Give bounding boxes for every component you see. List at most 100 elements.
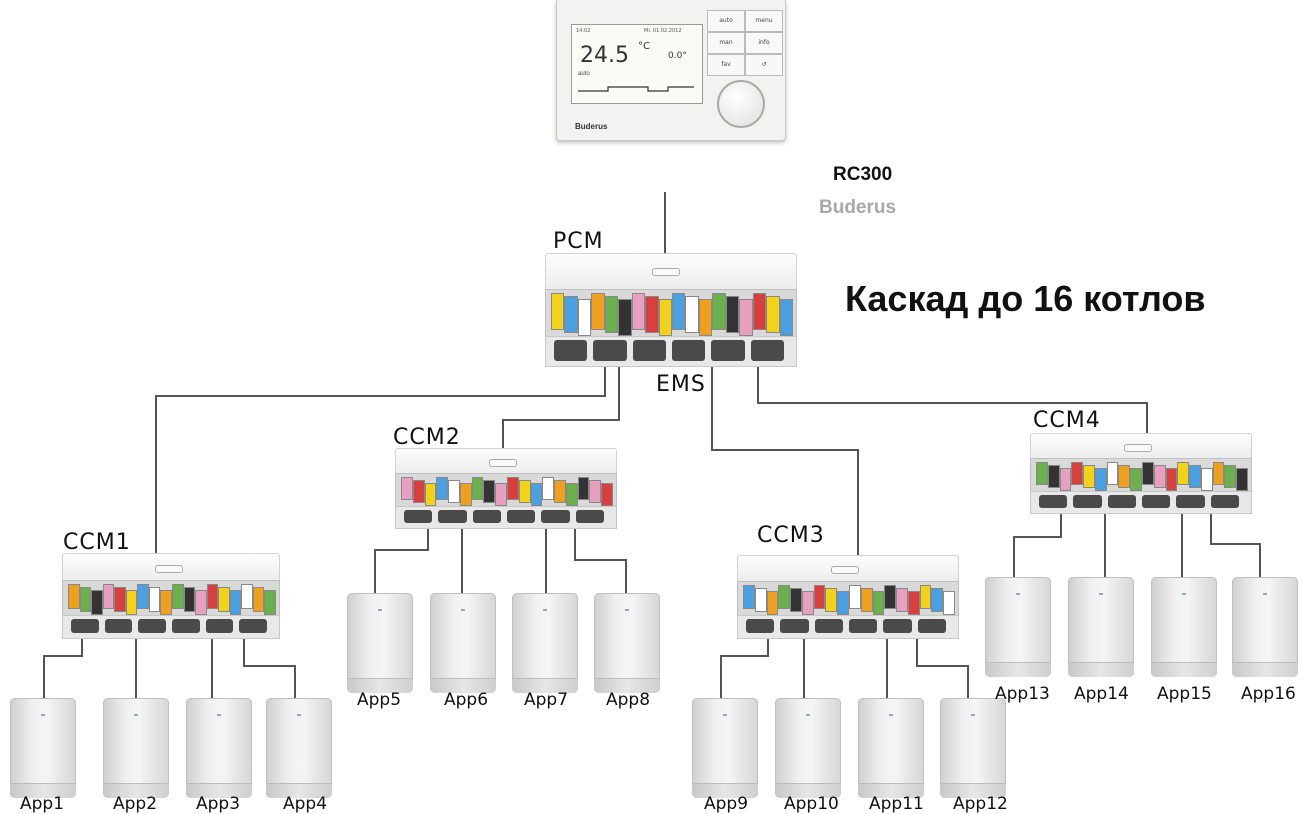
cable-gland	[71, 619, 99, 633]
boiler-app12	[940, 698, 1006, 798]
cable-gland	[711, 340, 745, 361]
wire-ccm4-app16	[1210, 512, 1261, 577]
cable-gland	[404, 510, 433, 523]
app1-label: App1	[20, 794, 65, 814]
cable-gland	[507, 510, 536, 523]
terminal-strip	[1030, 458, 1252, 493]
terminal-strip	[62, 580, 280, 617]
fav-button[interactable]: fav	[707, 54, 745, 76]
cable-gland	[1107, 495, 1136, 508]
terminal-block	[229, 590, 242, 615]
wire-ccm3-app9	[720, 637, 769, 698]
wire-pcm-ccm1	[155, 365, 606, 553]
terminal-block	[102, 584, 115, 609]
app16-label: App16	[1241, 684, 1296, 704]
cable-gland	[205, 619, 234, 633]
terminal-block	[160, 590, 172, 615]
terminal-block	[754, 588, 767, 612]
terminal-block	[725, 296, 740, 333]
auto-button[interactable]: auto	[707, 10, 745, 32]
terminal-block	[542, 477, 555, 500]
back-button[interactable]: ↺	[745, 54, 783, 76]
terminal-block	[1153, 465, 1166, 488]
cable-gland	[172, 619, 200, 633]
terminal-block	[658, 299, 672, 336]
terminal-block	[907, 591, 920, 615]
info-button[interactable]: info	[745, 32, 783, 54]
terminal-block	[183, 587, 196, 612]
ccm4-module	[1030, 433, 1252, 514]
cable-gland	[1176, 495, 1205, 508]
wire-ccm1-app1	[43, 637, 83, 698]
boiler-app9	[692, 698, 758, 798]
terminal-block	[672, 293, 686, 330]
terminal-block	[1130, 468, 1142, 491]
pcm-module	[545, 253, 797, 367]
terminal-block	[436, 477, 449, 500]
boiler-app7	[512, 593, 578, 693]
terminal-block	[779, 299, 793, 336]
terminal-block	[195, 590, 207, 615]
cable-gland	[239, 619, 267, 633]
boiler-app15	[1151, 577, 1217, 677]
terminal-block	[206, 584, 219, 609]
terminal-block	[1094, 468, 1107, 491]
room-temperature-unit: °C	[638, 41, 650, 52]
terminal-block	[79, 587, 92, 612]
terminal-block	[565, 483, 578, 506]
terminal-block	[601, 483, 613, 506]
app6-label: App6	[444, 690, 489, 710]
thermostat-button-grid: auto menu man info fav ↺	[707, 10, 783, 76]
terminal-block	[1200, 468, 1213, 491]
diagram-title: Каскад до 16 котлов	[845, 278, 1206, 319]
ccm2-label: CCM2	[393, 425, 461, 450]
boiler-app8	[594, 593, 660, 693]
cable-gland	[104, 619, 133, 633]
cable-gland	[672, 340, 706, 361]
man-button[interactable]: man	[707, 32, 745, 54]
terminal-block	[849, 585, 861, 609]
cable-gland	[746, 619, 775, 633]
thermostat-model-label: RC300	[833, 164, 893, 185]
boiler-app5	[347, 593, 413, 693]
terminal-block	[471, 477, 484, 500]
module-status-icon	[154, 564, 183, 573]
wire-pcm-ccm2	[502, 365, 620, 448]
app5-label: App5	[357, 690, 402, 710]
app7-label: App7	[524, 690, 569, 710]
cable-gland	[1142, 495, 1171, 508]
cable-gland	[1073, 495, 1102, 508]
terminal-block	[483, 480, 496, 503]
app10-label: App10	[784, 794, 839, 814]
boiler-app16	[1232, 577, 1298, 677]
ccm3-module	[737, 555, 959, 639]
cable-gland	[554, 340, 588, 361]
terminal-block	[766, 591, 779, 615]
selector-knob[interactable]	[717, 80, 765, 128]
terminal-block	[252, 587, 265, 612]
terminal-block	[801, 591, 814, 615]
boiler-app4	[266, 698, 332, 798]
terminal-block	[778, 585, 791, 609]
boiler-app14	[1068, 577, 1134, 677]
pcm-label: PCM	[553, 229, 604, 254]
terminal-block	[448, 480, 460, 503]
terminal-block	[530, 483, 543, 506]
terminal-block	[172, 584, 184, 609]
terminal-block	[1236, 468, 1248, 491]
ccm1-label: CCM1	[63, 530, 131, 555]
menu-button[interactable]: menu	[745, 10, 783, 32]
terminal-block	[589, 480, 602, 503]
cable-glands	[395, 506, 617, 529]
module-status-icon	[1124, 444, 1153, 452]
terminal-block	[712, 293, 726, 330]
wire-ccm4-app13	[1013, 512, 1062, 577]
terminal-block	[91, 590, 103, 615]
module-cover	[62, 553, 280, 582]
cable-gland	[575, 510, 604, 523]
module-cover	[1030, 433, 1252, 460]
module-status-icon	[489, 459, 518, 467]
cable-gland	[472, 510, 501, 523]
